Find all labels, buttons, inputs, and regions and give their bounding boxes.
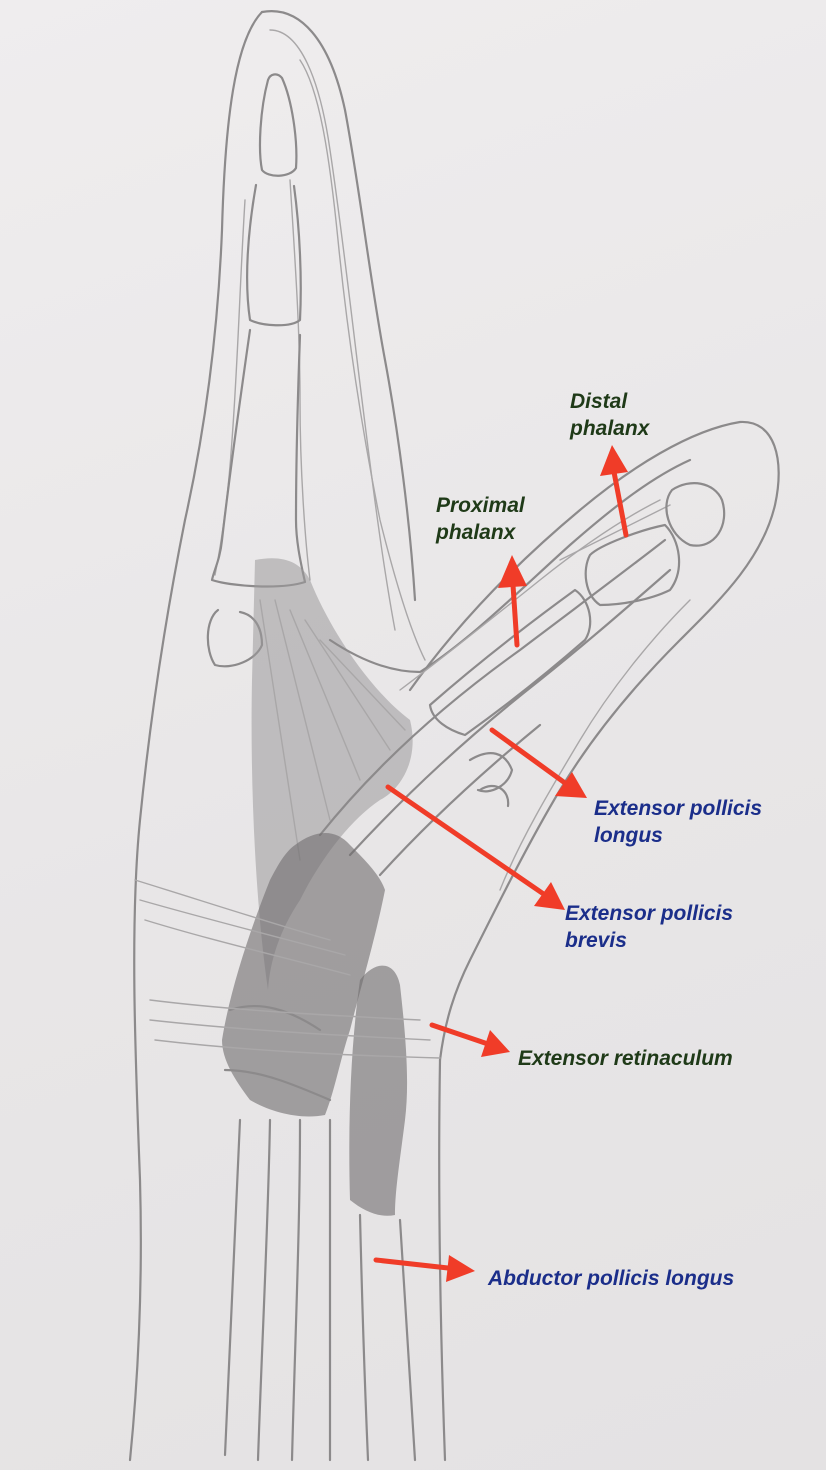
extensor-bundle-shading (222, 832, 408, 1216)
arrow-distal-phalanx (600, 445, 629, 538)
label-abductor-pollicis-longus: Abductor pollicis longus (488, 1267, 735, 1290)
label-extensor-pollicis-brevis: Extensor pollicis brevis (565, 902, 734, 952)
thumb-tendons (318, 538, 672, 877)
label-proximal-phalanx: Proximal phalanx (436, 494, 525, 544)
arrow-abductor-pollicis-longus (373, 1255, 475, 1282)
arrow-extensor-pollicis-longus (489, 727, 587, 798)
label-extensor-retinaculum: Extensor retinaculum (518, 1047, 733, 1070)
forearm-tendons (223, 1058, 447, 1462)
retinaculum-band (134, 879, 441, 1059)
label-extensor-pollicis-longus: Extensor pollicis longus (594, 797, 763, 847)
arrow-extensor-pollicis-brevis (385, 784, 565, 910)
thumb-bones (428, 482, 726, 808)
arrow-proximal-phalanx (498, 555, 527, 648)
arrow-extensor-retinaculum (429, 1022, 510, 1057)
label-distal-phalanx: Distal phalanx (570, 390, 650, 440)
index-finger-outline (128, 10, 426, 1462)
